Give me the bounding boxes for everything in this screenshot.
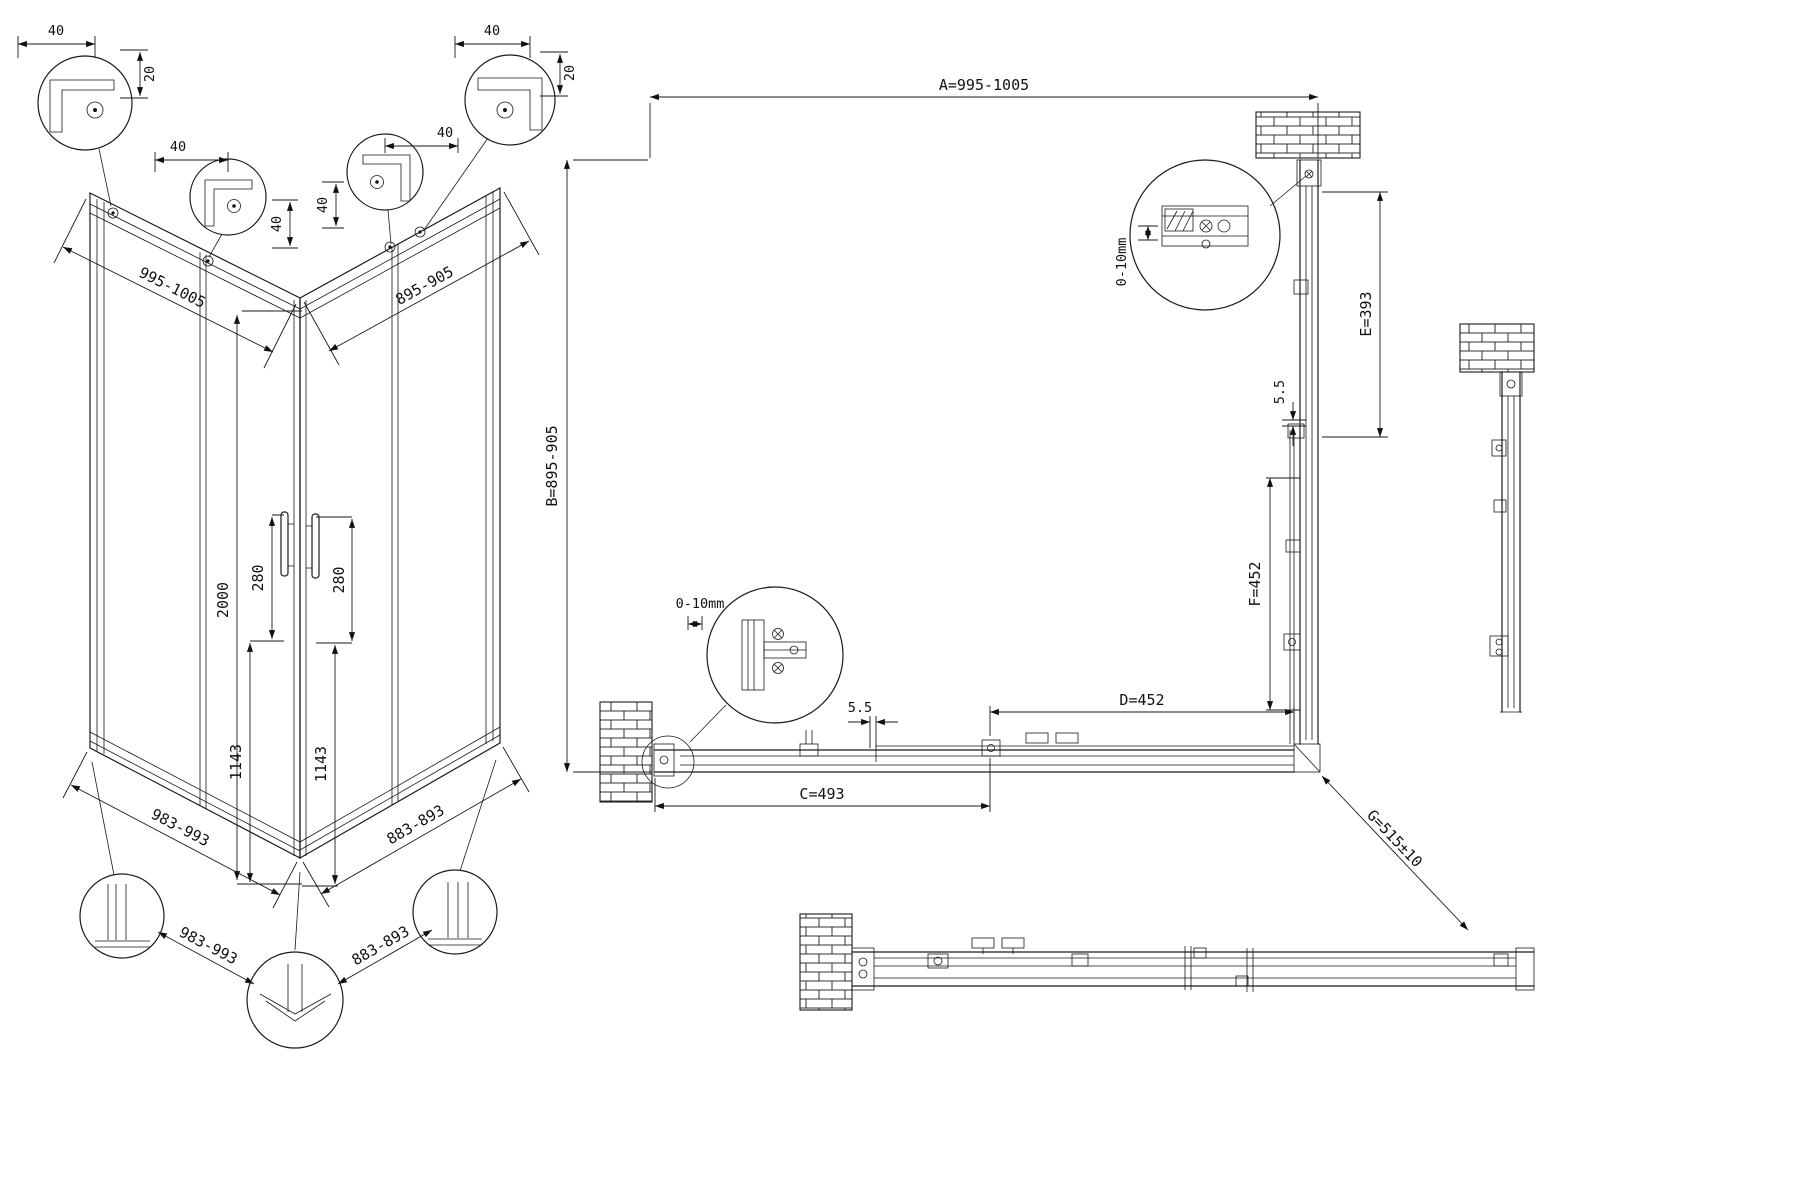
dim-base-left-width: 983-993	[157, 923, 255, 985]
dim-label: E=393	[1357, 291, 1375, 336]
dim-b: B=895-905	[543, 159, 652, 773]
dim-label: 20	[142, 66, 158, 82]
dim-label: 2000	[214, 582, 232, 618]
dim-label: F=452	[1246, 561, 1264, 606]
dim-label: G=515±10	[1363, 806, 1426, 871]
dim-a: A=995-1005	[649, 76, 1319, 158]
dim-door-left: 1143	[227, 640, 284, 885]
wall-bottom	[799, 913, 853, 1011]
detail-circle-bottom-left	[79, 761, 165, 959]
dim-label: 883-893	[384, 801, 448, 848]
right-rail-plan	[1283, 159, 1322, 773]
dim-label: 40	[48, 23, 64, 39]
dim-g: G=515±10	[1321, 775, 1469, 931]
detail-circle-wall-left: 0-10mm	[676, 586, 844, 743]
dim-label: 40	[437, 125, 453, 141]
dim-label: 0-10mm	[1114, 238, 1130, 287]
dim-label: 20	[562, 65, 578, 81]
dim-label: 883-893	[349, 922, 413, 969]
sliding-door-stiles	[199, 244, 399, 809]
dim-label: 280	[249, 564, 267, 591]
dim-label: B=895-905	[543, 425, 561, 506]
door-handle-right	[311, 513, 320, 579]
dim-label: 40	[170, 139, 186, 155]
dim-bottom-left-width: 983-993	[62, 751, 298, 909]
dim-label: 983-993	[176, 923, 240, 968]
detail-circle-bottom-right	[412, 759, 498, 955]
detail-circle-mid-right: 40 40	[315, 125, 459, 245]
dim-top-right-width: 895-905	[303, 191, 540, 366]
dim-label: 40	[484, 23, 500, 39]
dim-label: 995-1005	[136, 263, 209, 311]
dim-door-right: 1143	[302, 642, 339, 887]
dim-height: 2000	[214, 310, 302, 885]
detail-circle-mid-left: 40 40	[154, 139, 298, 258]
dim-label: 1143	[227, 744, 245, 780]
dim-label: 40	[269, 216, 285, 232]
wall-left	[599, 701, 653, 803]
gap-bottom: 5.5	[848, 700, 898, 748]
dim-handle-right: 280	[316, 516, 356, 644]
dim-label: 5.5	[848, 700, 872, 716]
wall-right	[1459, 323, 1535, 373]
dim-label: 5.5	[1272, 380, 1288, 404]
isometric-view: 995-1005 895-905 2000 280 280	[17, 23, 578, 1049]
dim-e: E=393	[1322, 191, 1388, 438]
dim-d: D=452	[989, 691, 1295, 740]
wall-top	[1255, 111, 1361, 159]
far-right-rail-plan	[1489, 371, 1523, 713]
dim-handle-left: 280	[249, 514, 284, 642]
dim-bottom-right-width: 883-893	[302, 746, 530, 908]
plan-view: A=995-1005 B=895-905	[543, 76, 1535, 1011]
bottom-rail-plan	[641, 730, 1295, 789]
dim-c: C=493	[654, 758, 991, 812]
door-handle-left	[280, 511, 289, 577]
dim-label: A=995-1005	[939, 76, 1029, 94]
dim-label: 1143	[312, 746, 330, 782]
detail-circle-wall-top: 0-10mm	[1114, 159, 1307, 311]
dim-label: D=452	[1119, 691, 1164, 709]
dim-label: 280	[330, 566, 348, 593]
gap-right: 5.5	[1272, 380, 1306, 446]
dim-f: F=452	[1246, 477, 1300, 711]
detail-circle-top-right: 40 20	[423, 23, 578, 231]
corner-post	[293, 300, 307, 858]
dim-label: 0-10mm	[676, 596, 725, 612]
detail-circle-top-left: 40 20	[17, 23, 158, 207]
straight-rail-plan	[851, 937, 1535, 992]
dim-label: C=493	[799, 785, 844, 803]
dim-label: 983-993	[148, 805, 212, 850]
dim-label: 40	[315, 197, 331, 213]
detail-circle-bottom-center	[246, 871, 344, 1049]
